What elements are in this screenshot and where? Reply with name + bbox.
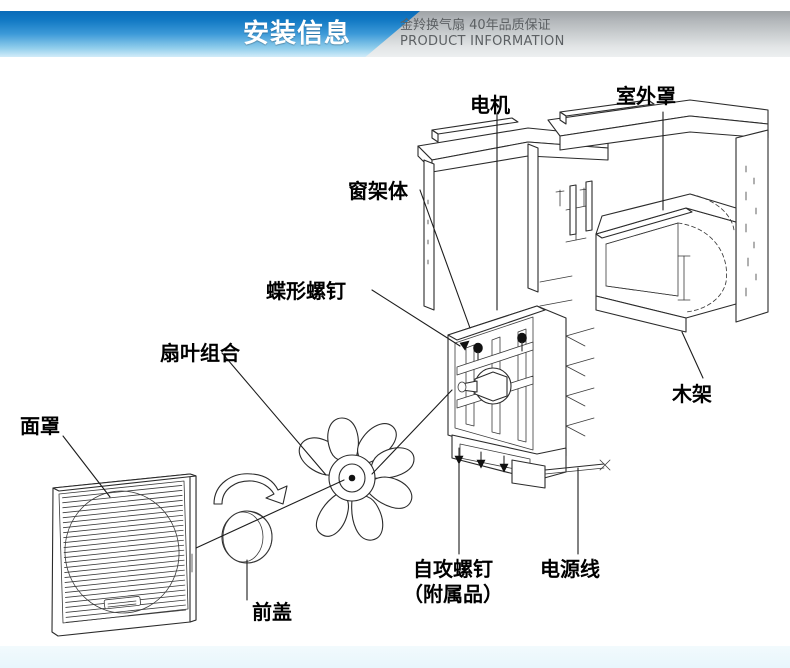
banner-subtitle-en: PRODUCT INFORMATION — [400, 34, 565, 49]
label-face-cover: 面罩 — [20, 414, 60, 438]
page-banner: 安装信息 金羚换气扇 40年品质保证 PRODUCT INFORMATION — [0, 11, 790, 57]
window-frame-body-drawing — [447, 305, 611, 489]
label-outdoor-hood: 室外罩 — [616, 84, 676, 108]
wing-screw-knobs — [459, 332, 527, 361]
banner-blue-background — [0, 11, 420, 57]
banner-subtitle-cn: 金羚换气扇 40年品质保证 — [400, 18, 551, 33]
label-self-tapping-screw-note: （附属品） — [403, 582, 503, 606]
banner-subtitle: 金羚换气扇 40年品质保证 PRODUCT INFORMATION — [400, 18, 565, 50]
leader-lines — [62, 111, 704, 601]
label-fan-blade: 扇叶组合 — [160, 341, 240, 365]
label-motor: 电机 — [470, 93, 510, 117]
fan-blade-drawing — [298, 417, 415, 541]
label-window-frame: 窗架体 — [348, 179, 408, 203]
label-power-cord: 电源线 — [540, 557, 600, 581]
assembly-diagram: .ln { fill:none; stroke:#2b2b2b; stroke-… — [0, 60, 790, 646]
label-self-tapping-screw: 自攻螺钉 （附属品） — [403, 557, 503, 607]
footer-strip — [0, 646, 790, 668]
label-wood-frame: 木架 — [672, 382, 712, 406]
self-tapping-screw-pins — [454, 447, 509, 473]
front-cap-drawing — [213, 473, 288, 564]
label-front-cap: 前盖 — [252, 600, 292, 624]
label-self-tapping-screw-main: 自攻螺钉 — [413, 557, 493, 581]
page-title: 安装信息 — [242, 19, 351, 49]
label-wing-screw: 蝶形螺钉 — [266, 279, 346, 303]
face-cover-drawing — [51, 473, 197, 637]
assembly-diagram-artwork: .ln { fill:none; stroke:#2b2b2b; stroke-… — [51, 99, 769, 637]
wood-frame-drawing — [417, 99, 769, 333]
